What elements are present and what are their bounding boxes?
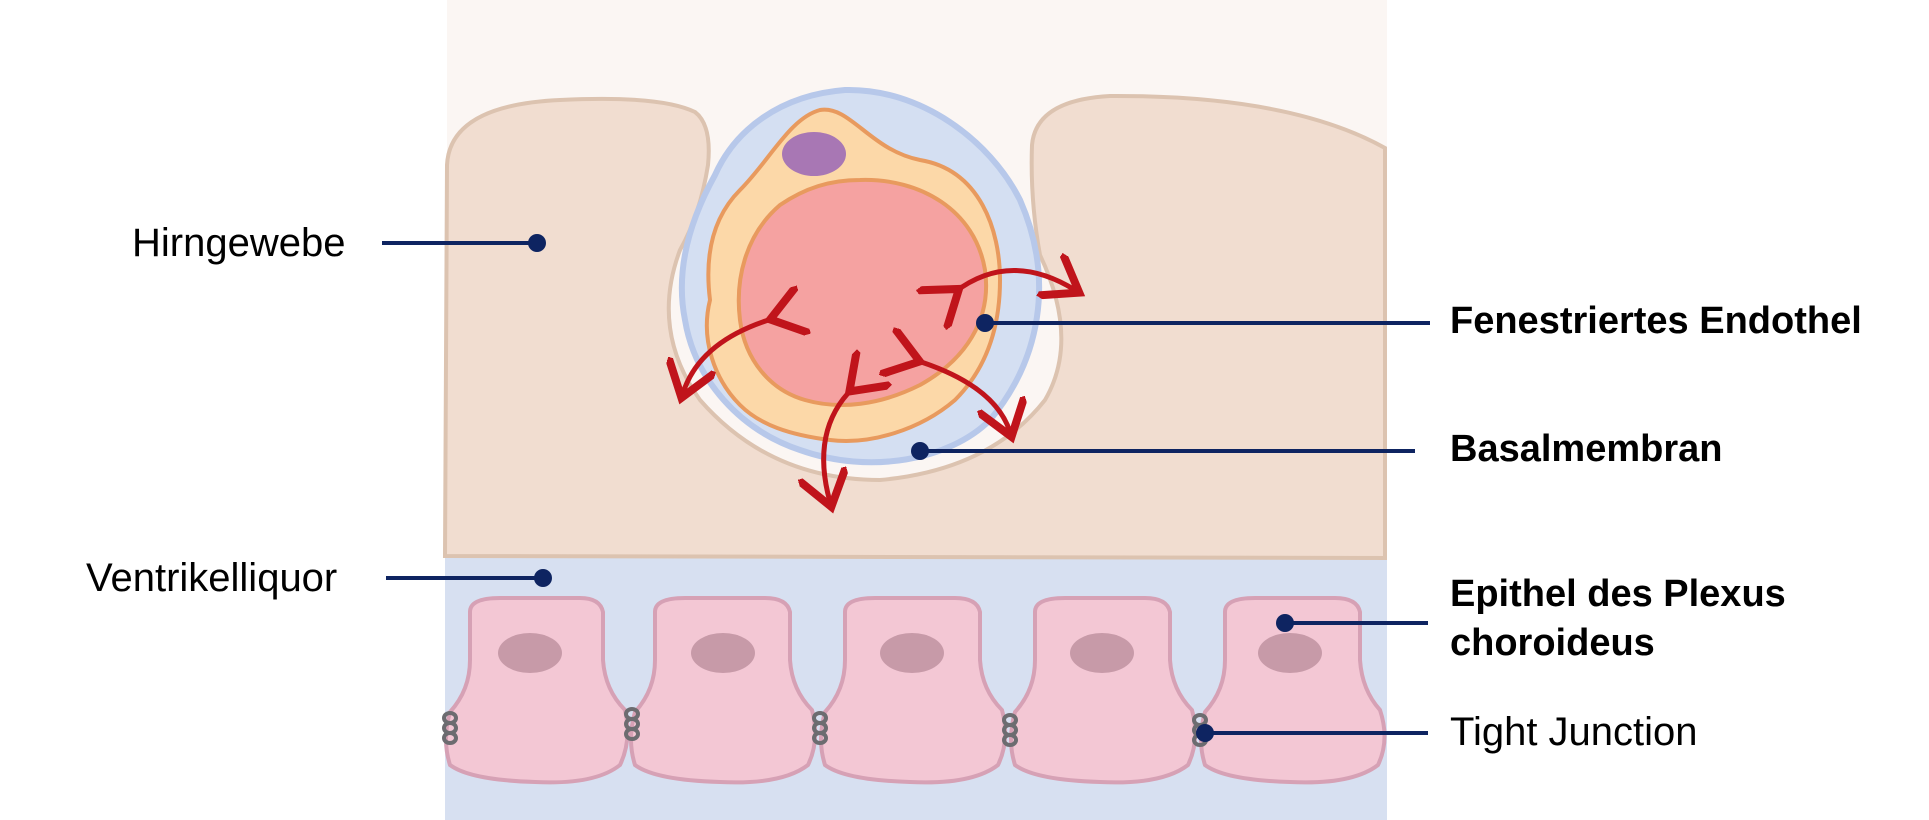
leader-dot	[976, 314, 994, 332]
label-fenestriertes-endothel: Fenestriertes Endothel	[1450, 300, 1862, 342]
tight-junctions	[442, 707, 1208, 747]
label-epithel-line1: Epithel des Plexus	[1450, 573, 1786, 615]
label-epithel-line2: choroideus	[1450, 622, 1655, 664]
epithel-nucleus	[1258, 633, 1322, 673]
leader-dot	[534, 569, 552, 587]
epithel-cell	[629, 596, 818, 785]
epithel-cell	[819, 596, 1008, 785]
epithel-cell	[444, 596, 630, 785]
double-arrow-icon	[915, 360, 1010, 432]
tight-junction-icon	[812, 711, 828, 745]
epithel-nucleus	[880, 633, 944, 673]
tight-junction-icon	[442, 711, 458, 745]
label-hirngewebe: Hirngewebe	[132, 221, 346, 265]
label-basalmembran: Basalmembran	[1450, 428, 1723, 470]
leader-dot	[911, 442, 929, 460]
double-arrow-icon	[683, 318, 775, 393]
label-ventrikelliquor: Ventrikelliquor	[86, 556, 338, 600]
label-tight-junction: Tight Junction	[1450, 710, 1698, 754]
tight-junction-icon	[624, 707, 640, 741]
leader-dot	[1276, 614, 1294, 632]
endothel-nucleus	[782, 132, 846, 176]
plexus-epithel	[444, 596, 1387, 785]
leader-dot	[1196, 724, 1214, 742]
tight-junction-icon	[1002, 713, 1018, 747]
double-arrow-icon	[824, 388, 853, 502]
epithel-nucleus	[1070, 633, 1134, 673]
leader-lines	[382, 234, 1430, 742]
double-arrow-icon	[955, 270, 1075, 292]
epithel-nucleus	[498, 633, 562, 673]
exchange-arrows	[683, 270, 1075, 502]
leader-dot	[528, 234, 546, 252]
epithel-cell	[1009, 596, 1198, 785]
epithel-nucleus	[691, 633, 755, 673]
